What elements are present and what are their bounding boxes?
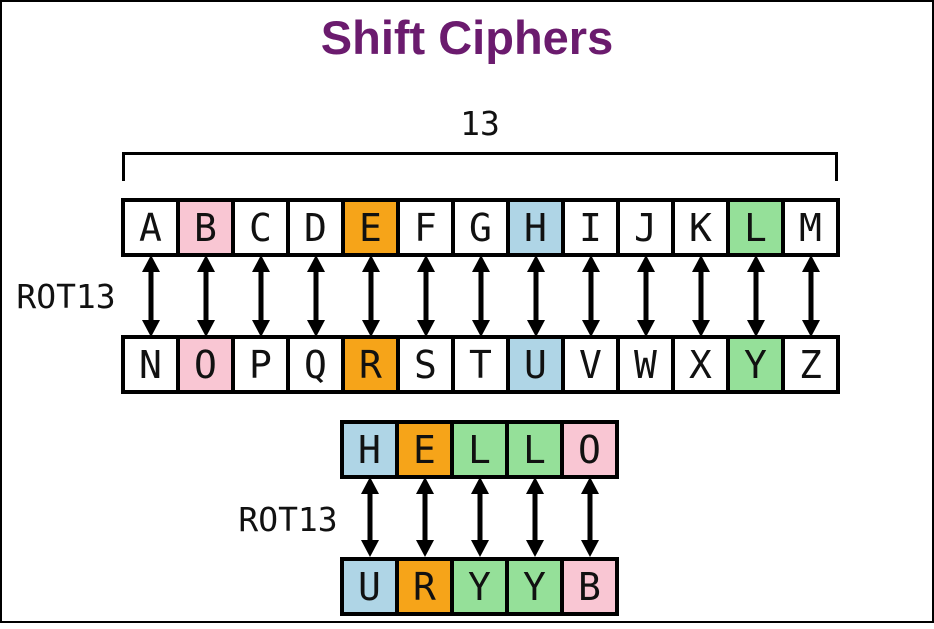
- letter-cell-l: L: [728, 200, 783, 255]
- letter-cell-h: H: [342, 422, 397, 477]
- letter-cell-n: N: [123, 337, 178, 392]
- double-arrow-icon: [413, 255, 439, 337]
- mapping-arrows-2: [342, 477, 617, 557]
- double-arrow-icon: [358, 255, 384, 337]
- double-arrow-icon: [193, 255, 219, 337]
- letter-cell-q: Q: [288, 337, 343, 392]
- letter-cell-r: R: [343, 337, 398, 392]
- double-arrow-icon: [138, 255, 164, 337]
- mapping-arrows-1: [123, 255, 838, 337]
- double-arrow-icon: [743, 255, 769, 337]
- rot13-label-1: ROT13: [16, 277, 116, 316]
- letter-cell-v: V: [563, 337, 618, 392]
- letter-cell-x: X: [673, 337, 728, 392]
- letter-cell-e: E: [397, 422, 452, 477]
- letter-cell-b: B: [562, 559, 617, 614]
- letter-cell-a: A: [123, 200, 178, 255]
- letter-cell-m: M: [783, 200, 838, 255]
- letter-cell-u: U: [342, 559, 397, 614]
- letter-cell-c: C: [233, 200, 288, 255]
- letter-cell-g: G: [453, 200, 508, 255]
- page-title: Shift Ciphers: [320, 11, 614, 64]
- double-arrow-icon: [357, 477, 383, 557]
- letter-cell-y: Y: [728, 337, 783, 392]
- letter-cell-f: F: [398, 200, 453, 255]
- double-arrow-icon: [248, 255, 274, 337]
- double-arrow-icon: [522, 477, 548, 557]
- letter-cell-k: K: [673, 200, 728, 255]
- bracket-span-13: [122, 152, 838, 181]
- bracket-label-13: 13: [460, 104, 500, 143]
- double-arrow-icon: [688, 255, 714, 337]
- rot13-label-2: ROT13: [238, 500, 338, 539]
- letter-cell-t: T: [453, 337, 508, 392]
- letter-cell-s: S: [398, 337, 453, 392]
- letter-cell-r: R: [397, 559, 452, 614]
- letter-cell-b: B: [178, 200, 233, 255]
- letter-cell-o: O: [562, 422, 617, 477]
- double-arrow-icon: [798, 255, 824, 337]
- letter-cell-w: W: [618, 337, 673, 392]
- letter-cell-e: E: [343, 200, 398, 255]
- double-arrow-icon: [468, 255, 494, 337]
- letter-cell-p: P: [233, 337, 288, 392]
- letter-cell-h: H: [508, 200, 563, 255]
- letter-cell-o: O: [178, 337, 233, 392]
- letter-cell-y: Y: [452, 559, 507, 614]
- double-arrow-icon: [303, 255, 329, 337]
- letter-cell-u: U: [508, 337, 563, 392]
- double-arrow-icon: [467, 477, 493, 557]
- double-arrow-icon: [412, 477, 438, 557]
- double-arrow-icon: [523, 255, 549, 337]
- letter-cell-l: L: [507, 422, 562, 477]
- letter-cell-j: J: [618, 200, 673, 255]
- letter-cell-y: Y: [507, 559, 562, 614]
- double-arrow-icon: [633, 255, 659, 337]
- double-arrow-icon: [578, 255, 604, 337]
- letter-cell-i: I: [563, 200, 618, 255]
- letter-cell-l: L: [452, 422, 507, 477]
- letter-cell-d: D: [288, 200, 343, 255]
- letter-cell-z: Z: [783, 337, 838, 392]
- double-arrow-icon: [577, 477, 603, 557]
